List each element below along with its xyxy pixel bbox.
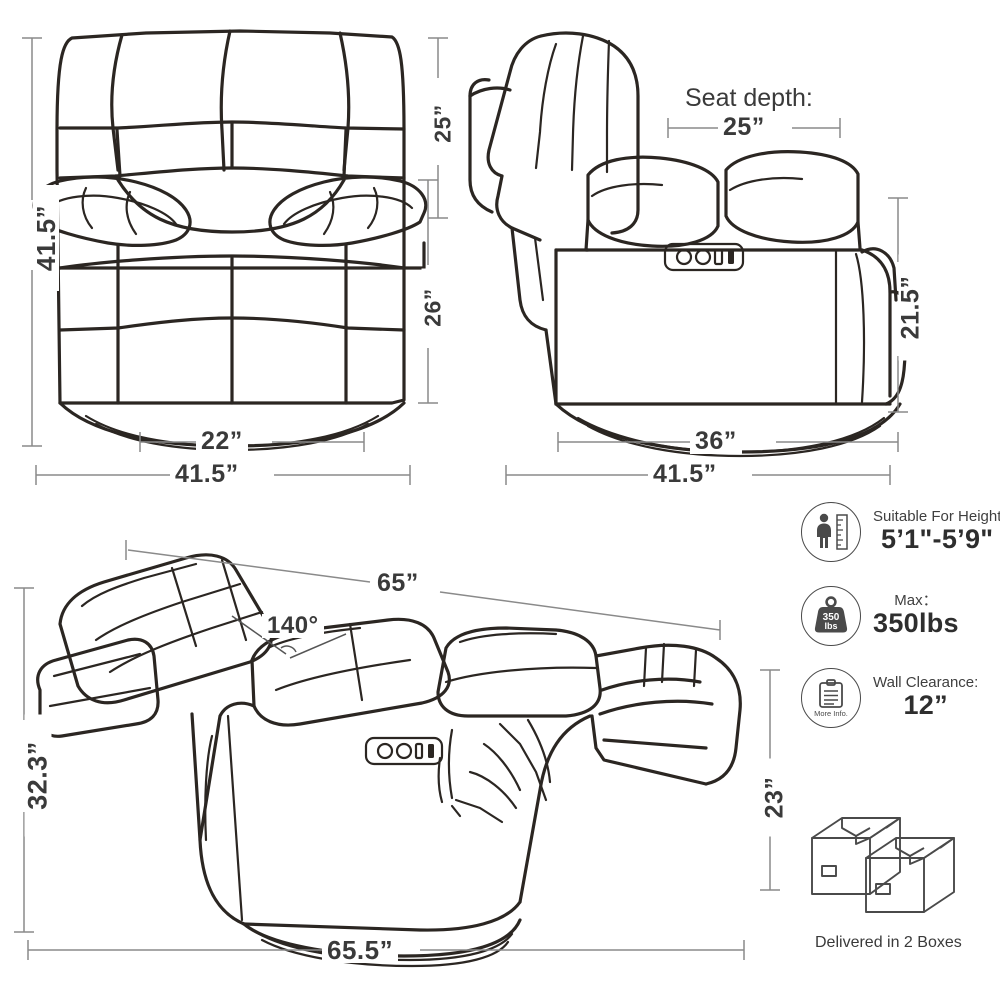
recline-angle-label: 140°	[262, 614, 324, 638]
person-height-icon	[801, 502, 861, 562]
side-seat-height-label: 21.5”	[897, 254, 925, 361]
recline-total-length-label: 65.5”	[322, 937, 399, 963]
power-control-panel-side	[663, 242, 745, 272]
power-control-panel-reclined	[364, 736, 444, 766]
side-depth-label: 36”	[690, 429, 742, 454]
spec-height: Suitable For Height 5’1"-5’9"	[801, 502, 1000, 562]
front-total-height-label: 41.5”	[31, 185, 61, 291]
front-view-artwork	[32, 29, 428, 452]
clipboard-icon-label: More Info.	[814, 709, 848, 718]
front-back-height-label: 25”	[430, 84, 456, 163]
clipboard-more-info-icon: More Info.	[801, 668, 861, 728]
spec-weight-caption: Max：	[894, 591, 938, 609]
clipboard-more-info-icon-glyph: More Info.	[814, 679, 848, 718]
spec-weight: 350 lbs Max： 350lbs	[801, 586, 959, 646]
spec-wall-clearance-text: Wall Clearance: 12”	[873, 673, 979, 721]
reclined-view-artwork	[36, 553, 742, 968]
spec-wall-clearance: More Info. Wall Clearance: 12”	[801, 668, 978, 728]
spec-height-text: Suitable For Height 5’1"-5’9"	[873, 507, 1000, 555]
front-seat-height-label: 26”	[420, 268, 446, 347]
front-total-width-label: 41.5”	[170, 462, 244, 487]
side-total-depth-label: 41.5”	[648, 462, 722, 487]
spec-height-value: 5’1"-5’9"	[881, 524, 994, 555]
side-seat-depth-label: 25”	[718, 115, 770, 140]
shipping-caption: Delivered in 2 Boxes	[815, 934, 962, 951]
recline-height-label: 32.3”	[23, 714, 53, 837]
weight-icon-value-bottom: lbs	[824, 621, 837, 631]
weight-350lbs-icon-glyph: 350 lbs	[814, 596, 848, 633]
weight-350lbs-icon: 350 lbs	[801, 586, 861, 646]
spec-weight-text: Max： 350lbs	[873, 591, 959, 639]
person-height-icon-glyph	[817, 513, 848, 550]
weight-icon-value-top: 350	[823, 612, 840, 623]
recline-diagonal-label: 65”	[372, 571, 424, 596]
seat-depth-caption: Seat depth:	[685, 84, 813, 112]
spec-weight-value: 350lbs	[873, 608, 959, 639]
recline-footrest-height-label: 23”	[761, 758, 789, 837]
spec-wall-clearance-caption: Wall Clearance:	[873, 673, 979, 691]
spec-height-caption: Suitable For Height	[873, 507, 1000, 525]
front-seat-width-label: 22”	[196, 429, 248, 454]
two-boxes-icon	[811, 817, 955, 913]
spec-wall-clearance-value: 12”	[903, 690, 948, 721]
